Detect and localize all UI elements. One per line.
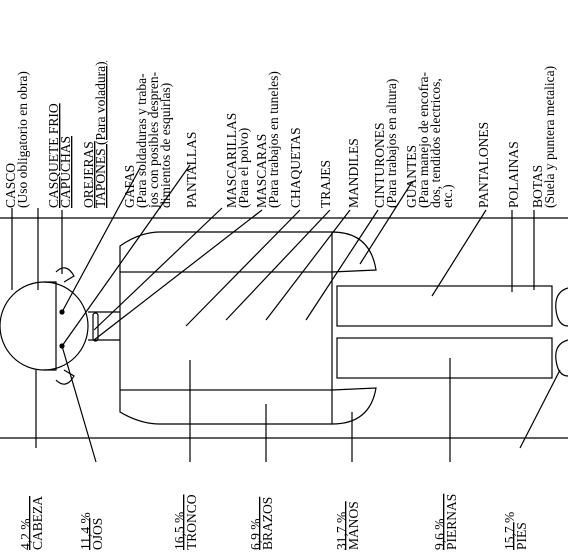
equipment-label: GUANTES(Para manejo de encofra-dos, tend… (404, 71, 455, 208)
equipment-label-line: CAPUCHAS (58, 136, 73, 208)
leg-top (337, 286, 552, 326)
equipment-label: POLAINAS (506, 141, 521, 208)
equipment-label-line: (Uso obligatorio en obra) (15, 71, 30, 208)
equipment-label: CASCO(Uso obligatorio en obra) (3, 71, 30, 208)
equipment-label-line: dimientos de esquirlas) (158, 83, 173, 208)
equipment-label-line: TAPONES (Para voladura) (93, 61, 108, 208)
body-part-leaders (36, 346, 560, 462)
leg-bottom (337, 338, 552, 378)
equipment-label: MASCARAS(Para trabajos en tuneles) (254, 71, 281, 208)
equipment-label-line: POLAINAS (506, 141, 521, 208)
equipment-label: PANTALLAS (184, 132, 199, 208)
body-part-label: 6,9 %BRAZOS (248, 497, 275, 550)
body-part-label: 31,7 %MANOS (334, 501, 361, 550)
equipment-label-line: PANTALONES (476, 122, 491, 208)
foot-bottom (556, 340, 568, 376)
body-part-label: 4,2 %CABEZA (18, 496, 45, 550)
equipment-label: BOTAS(Suela y puntera metalica) (530, 66, 557, 208)
equipment-label: CINTURONES(Para trabajos en altura) (372, 79, 399, 208)
arm-bottom (120, 390, 332, 424)
body-part-name: TRONCO (184, 494, 199, 550)
equipment-label: PANTALONES (476, 122, 491, 208)
body-part-name: CABEZA (30, 496, 45, 550)
equipment-label-line: (Para trabajos en tuneles) (266, 71, 281, 208)
body-part-name: MANOS (346, 501, 361, 550)
body-part-label: 11,4 %OJOS (78, 512, 105, 550)
equipment-label: MANDILES (346, 138, 361, 208)
equipment-label-line: CHAQUETAS (288, 127, 303, 208)
ear-top (56, 268, 74, 282)
body-part-label: 9,6 %PIERNAS (432, 494, 459, 550)
body-part-label: 15,7 %PIES (502, 512, 529, 550)
equipment-label-line: TRAJES (318, 160, 333, 208)
head (0, 282, 88, 370)
body-part-name: OJOS (90, 518, 105, 550)
helmet (44, 282, 56, 370)
equipment-label-line: PANTALLAS (184, 132, 199, 208)
equipment-label: MASCARILLAS(Para el polvo) (224, 113, 251, 208)
body-part-name: PIERNAS (444, 494, 459, 550)
hand-top (332, 232, 376, 272)
equipment-labels: CASCO(Uso obligatorio en obra) CASQUETE F… (3, 61, 557, 209)
equipment-label-line: (Suela y puntera metalica) (542, 66, 557, 208)
equipment-label-line: MANDILES (346, 138, 361, 208)
body-part-name: PIES (514, 522, 529, 550)
equipment-label-line: (Para trabajos en altura) (384, 79, 399, 208)
equipment-label: TRAJES (318, 160, 333, 208)
hand-bottom (332, 388, 376, 424)
equipment-label: CHAQUETAS (288, 127, 303, 208)
body-part-name: BRAZOS (260, 497, 275, 550)
human-figure (0, 232, 568, 424)
body-part-labels: 4,2 %CABEZA 11,4 %OJOS 16,5 %TRONCO 6,9 %BR… (18, 494, 529, 550)
equipment-label: GAFAS(Para soldaduras y traba-jos con po… (122, 71, 173, 209)
body-part-label: 16,5 %TRONCO (172, 494, 199, 550)
foot-top (556, 288, 568, 326)
torso (120, 272, 332, 390)
equipment-label-line: etc.) (440, 184, 455, 208)
equipment-label-line: (Para el polvo) (236, 128, 251, 208)
